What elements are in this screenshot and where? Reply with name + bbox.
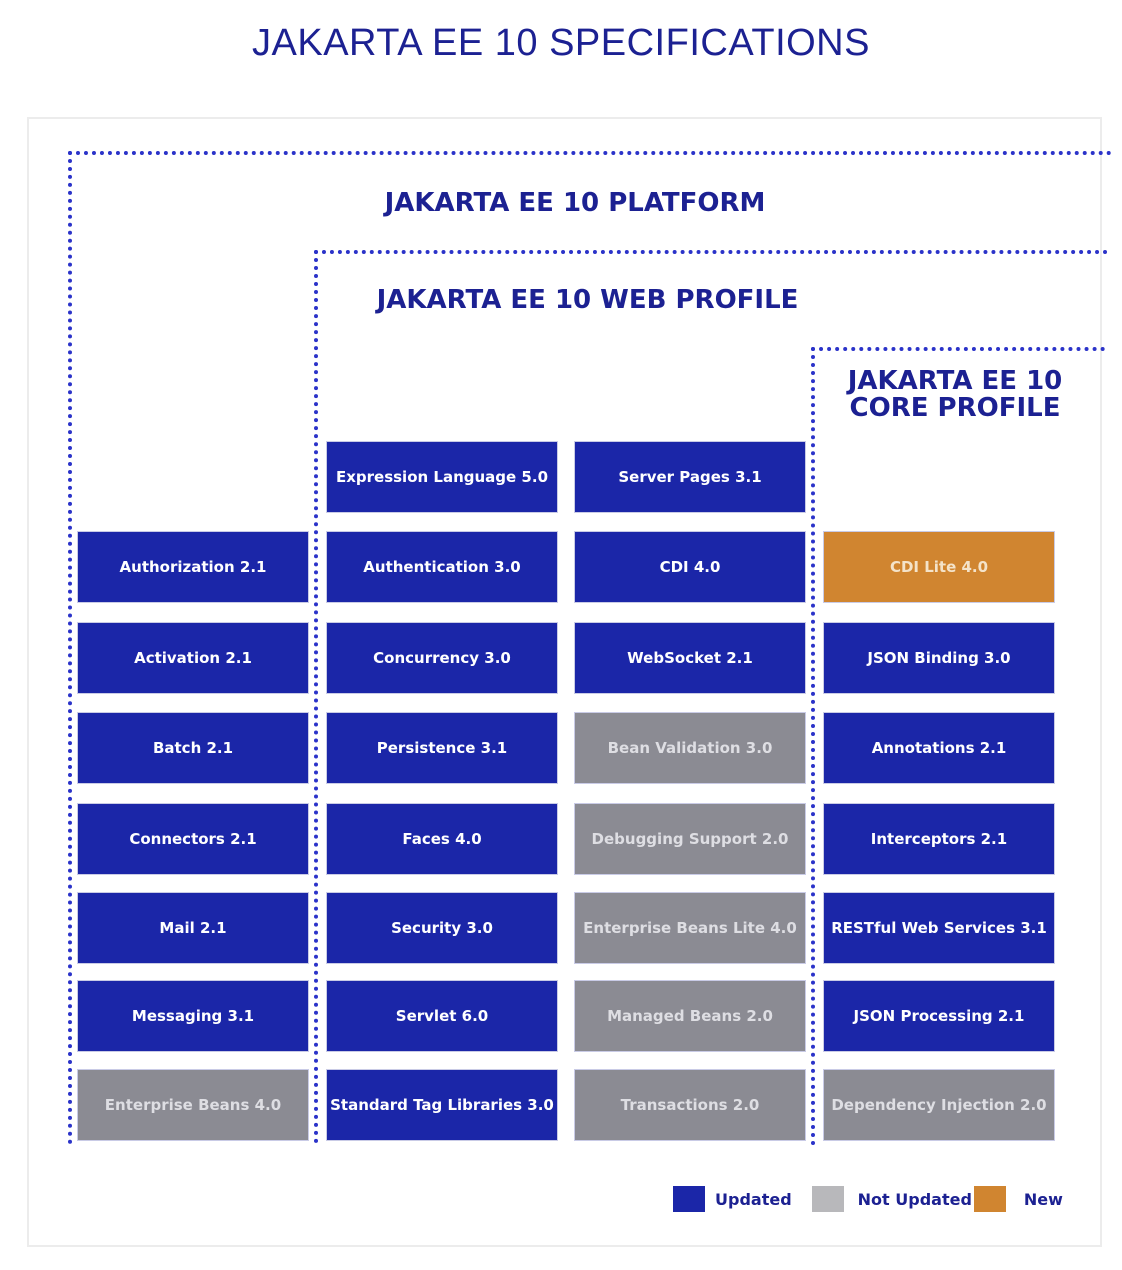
- spec-box: Enterprise Beans 4.0: [77, 1069, 309, 1141]
- spec-box: CDI 4.0: [574, 531, 806, 603]
- spec-box: Batch 2.1: [77, 712, 309, 784]
- spec-box: Enterprise Beans Lite 4.0: [574, 892, 806, 964]
- spec-box: CDI Lite 4.0: [823, 531, 1055, 603]
- spec-box: Debugging Support 2.0: [574, 803, 806, 875]
- legend-label: Not Updated: [857, 1189, 972, 1209]
- spec-box: Annotations 2.1: [823, 712, 1055, 784]
- legend-swatch-updated: [673, 1186, 705, 1212]
- spec-box: WebSocket 2.1: [574, 622, 806, 694]
- spec-box: Dependency Injection 2.0: [823, 1069, 1055, 1141]
- spec-box: Managed Beans 2.0: [574, 980, 806, 1052]
- spec-box: Messaging 3.1: [77, 980, 309, 1052]
- legend-label: Updated: [715, 1189, 792, 1209]
- spec-box: Interceptors 2.1: [823, 803, 1055, 875]
- spec-box: Persistence 3.1: [326, 712, 558, 784]
- web-profile-boundary: [314, 250, 1108, 1144]
- core-profile-label-line: JAKARTA EE 10: [847, 366, 1063, 396]
- legend-swatch-not-updated: [811, 1186, 844, 1212]
- spec-box: Faces 4.0: [326, 803, 558, 875]
- diagram-frame: [27, 117, 1102, 1247]
- legend: Updated Not Updated New: [673, 1186, 1063, 1212]
- legend-label: New: [1023, 1189, 1063, 1209]
- spec-box: Security 3.0: [326, 892, 558, 964]
- spec-box: Servlet 6.0: [326, 980, 558, 1052]
- spec-box: Concurrency 3.0: [326, 622, 558, 694]
- spec-box: Connectors 2.1: [77, 803, 309, 875]
- page-title: JAKARTA EE 10 SPECIFICATIONS: [252, 22, 870, 64]
- spec-box: Server Pages 3.1: [574, 441, 806, 513]
- spec-box: Activation 2.1: [77, 622, 309, 694]
- web-profile-label: JAKARTA EE 10 WEB PROFILE: [376, 285, 799, 315]
- spec-box: JSON Binding 3.0: [823, 622, 1055, 694]
- platform-label: JAKARTA EE 10 PLATFORM: [384, 188, 766, 218]
- core-profile-label: JAKARTA EE 10 CORE PROFILE: [820, 368, 1090, 422]
- core-profile-label-line: CORE PROFILE: [849, 393, 1061, 423]
- platform-boundary: [68, 151, 1112, 1145]
- spec-box: RESTful Web Services 3.1: [823, 892, 1055, 964]
- core-profile-boundary: [811, 347, 1105, 1146]
- spec-box: Standard Tag Libraries 3.0: [326, 1069, 558, 1141]
- spec-box: Authentication 3.0: [326, 531, 558, 603]
- spec-box: JSON Processing 2.1: [823, 980, 1055, 1052]
- spec-box: Bean Validation 3.0: [574, 712, 806, 784]
- legend-swatch-new: [973, 1186, 1006, 1212]
- spec-box: Mail 2.1: [77, 892, 309, 964]
- spec-box: Expression Language 5.0: [326, 441, 558, 513]
- spec-box: Transactions 2.0: [574, 1069, 806, 1141]
- spec-box: Authorization 2.1: [77, 531, 309, 603]
